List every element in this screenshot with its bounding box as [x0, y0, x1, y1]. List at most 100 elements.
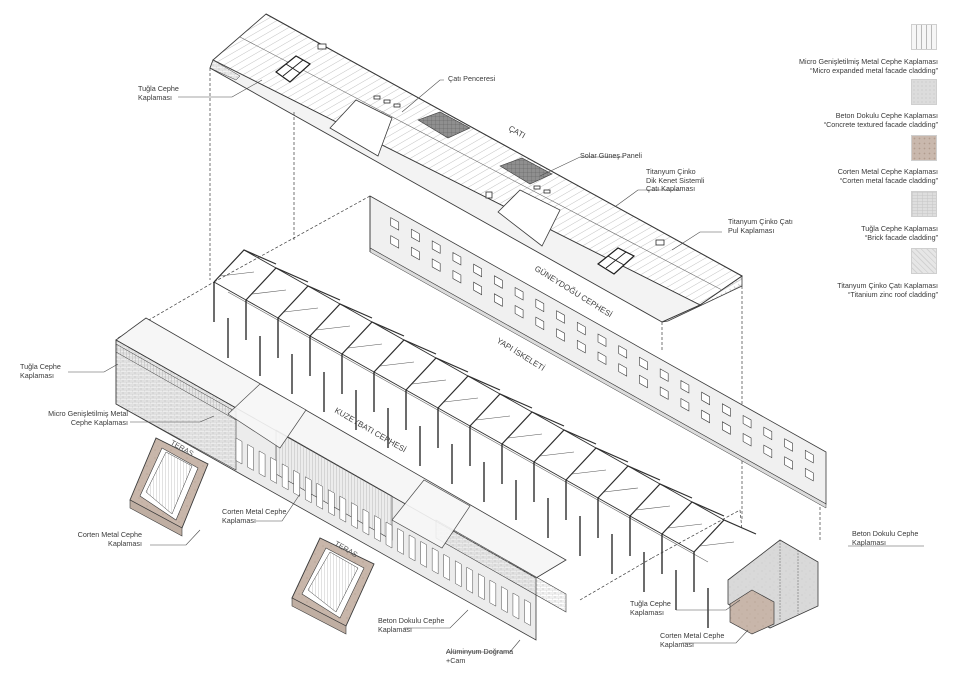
southeast-window	[804, 449, 814, 464]
southeast-window	[514, 286, 524, 301]
northwest-light-box-2	[391, 479, 471, 549]
southeast-window	[473, 281, 482, 296]
southeast-window	[639, 374, 648, 389]
structure-girt	[291, 327, 325, 347]
structure-purlin	[469, 425, 503, 445]
southeast-window	[680, 398, 690, 412]
callout-line: Tuğla Cephe	[20, 362, 61, 371]
roof-opening-2	[497, 189, 561, 247]
legend-subtitle: “Corten metal facade cladding”	[839, 175, 938, 185]
southeast-window	[742, 414, 752, 429]
structure-girt	[675, 543, 709, 563]
northwest-window	[397, 528, 404, 555]
roof-opening-1	[329, 99, 393, 157]
structure-ridge-beam	[339, 303, 373, 323]
structure-purlin	[309, 335, 343, 355]
southeast-window	[784, 438, 793, 452]
structure-brace	[507, 433, 543, 439]
callout-line: Kaplaması	[20, 370, 54, 380]
callout-line: +Cam	[446, 655, 466, 665]
southeast-window	[535, 316, 545, 331]
roof-window-1	[275, 55, 312, 83]
southeast-window	[618, 363, 628, 377]
southeast-facade-component	[369, 195, 827, 509]
callout-line: Alüminyum Doğrama	[446, 647, 514, 656]
callout-line: Tuğla Cephe	[138, 84, 179, 93]
structure-purlin	[245, 299, 279, 319]
southeast-window	[473, 263, 482, 278]
structure-ridge-beam	[435, 357, 469, 377]
legend-item-corten: Corten Metal Cephe Kaplaması “Corten met…	[838, 167, 938, 186]
callout-aluminium: Alüminyum Doğrama +Cam	[446, 647, 514, 665]
northwest-window	[339, 495, 347, 523]
structure-purlin	[213, 281, 247, 301]
callout-line: Beton Dokulu Cephe	[378, 616, 445, 625]
southeast-window	[804, 467, 814, 482]
structure-purlin	[501, 443, 535, 463]
structure-ridge-beam	[563, 429, 597, 449]
legend-subtitle: “Titanium zinc roof cladding”	[847, 289, 938, 299]
structure-purlin	[565, 479, 599, 499]
structure-girt	[643, 525, 677, 545]
structure-ridge-beam	[627, 465, 661, 485]
northwest-facade-openings	[235, 437, 531, 626]
structure-girt	[515, 453, 549, 473]
callout-line: Dik Kenet Sistemli	[646, 175, 705, 185]
structure-ridge-beam	[403, 339, 437, 359]
callout-line: Kaplaması	[222, 515, 256, 525]
northwest-window	[454, 560, 462, 588]
southeast-window	[597, 351, 607, 366]
southeast-window	[431, 258, 441, 272]
legend-swatch-concrete	[911, 79, 937, 105]
legend-swatch-brick	[911, 191, 937, 217]
callout-line: Kaplaması	[138, 92, 172, 102]
structure-ridge-beam	[499, 393, 533, 413]
structure-purlin	[661, 533, 695, 553]
structure-brace	[475, 415, 511, 421]
structure-ridge-beam	[371, 321, 405, 341]
legend-subtitle: “Brick facade cladding”	[864, 232, 938, 242]
structure-brace	[283, 307, 319, 313]
northwest-window	[362, 508, 370, 536]
northwest-window	[512, 592, 520, 620]
callout-brick-left: Tuğla Cephe Kaplaması	[20, 362, 61, 380]
structure-ridge-beam	[531, 411, 565, 431]
structure-purlin	[437, 407, 471, 427]
callout-line: Micro Genişletilmiş Metal	[48, 409, 128, 418]
structure-girt	[355, 363, 389, 383]
northwest-window	[524, 599, 531, 626]
southeast-window	[722, 403, 731, 417]
southeast-window	[514, 304, 524, 319]
callout-line: Titanyum Çinko	[646, 167, 696, 176]
structure-brace	[539, 451, 575, 457]
structure-purlin	[597, 497, 631, 517]
southeast-window	[411, 246, 420, 261]
southeast-window	[659, 386, 669, 400]
northwest-window	[408, 534, 416, 562]
legend-title: Tuğla Cephe Kaplaması	[861, 224, 938, 233]
northwest-window	[351, 502, 358, 530]
structure-ridge-beam	[243, 249, 277, 269]
southeast-window	[535, 298, 545, 313]
structure-purlin	[277, 317, 311, 337]
southeast-window	[576, 339, 586, 354]
southeast-window	[742, 432, 752, 447]
northwest-window	[431, 547, 439, 575]
northwest-brick-band	[115, 339, 237, 471]
callout-corten-bottom: Corten Metal Cephe Kaplaması	[660, 631, 724, 649]
structure-brace	[667, 523, 703, 529]
structure-purlin	[373, 371, 407, 391]
northwest-window	[235, 437, 243, 465]
southeast-window	[556, 328, 565, 342]
southeast-window	[390, 235, 400, 249]
southeast-window	[431, 240, 441, 254]
legend-title: Titanyum Çinko Çatı Kaplaması	[837, 281, 938, 290]
structure-purlin	[629, 515, 663, 535]
roof-gable-end	[661, 275, 743, 323]
structure-girt	[259, 309, 293, 329]
callout-line: Kaplaması	[630, 607, 664, 617]
structure-frames	[213, 249, 757, 628]
southeast-window	[659, 368, 669, 382]
callout-line: Corten Metal Cephe	[222, 507, 287, 516]
legend-subtitle: “Concrete textured facade cladding”	[823, 119, 938, 129]
